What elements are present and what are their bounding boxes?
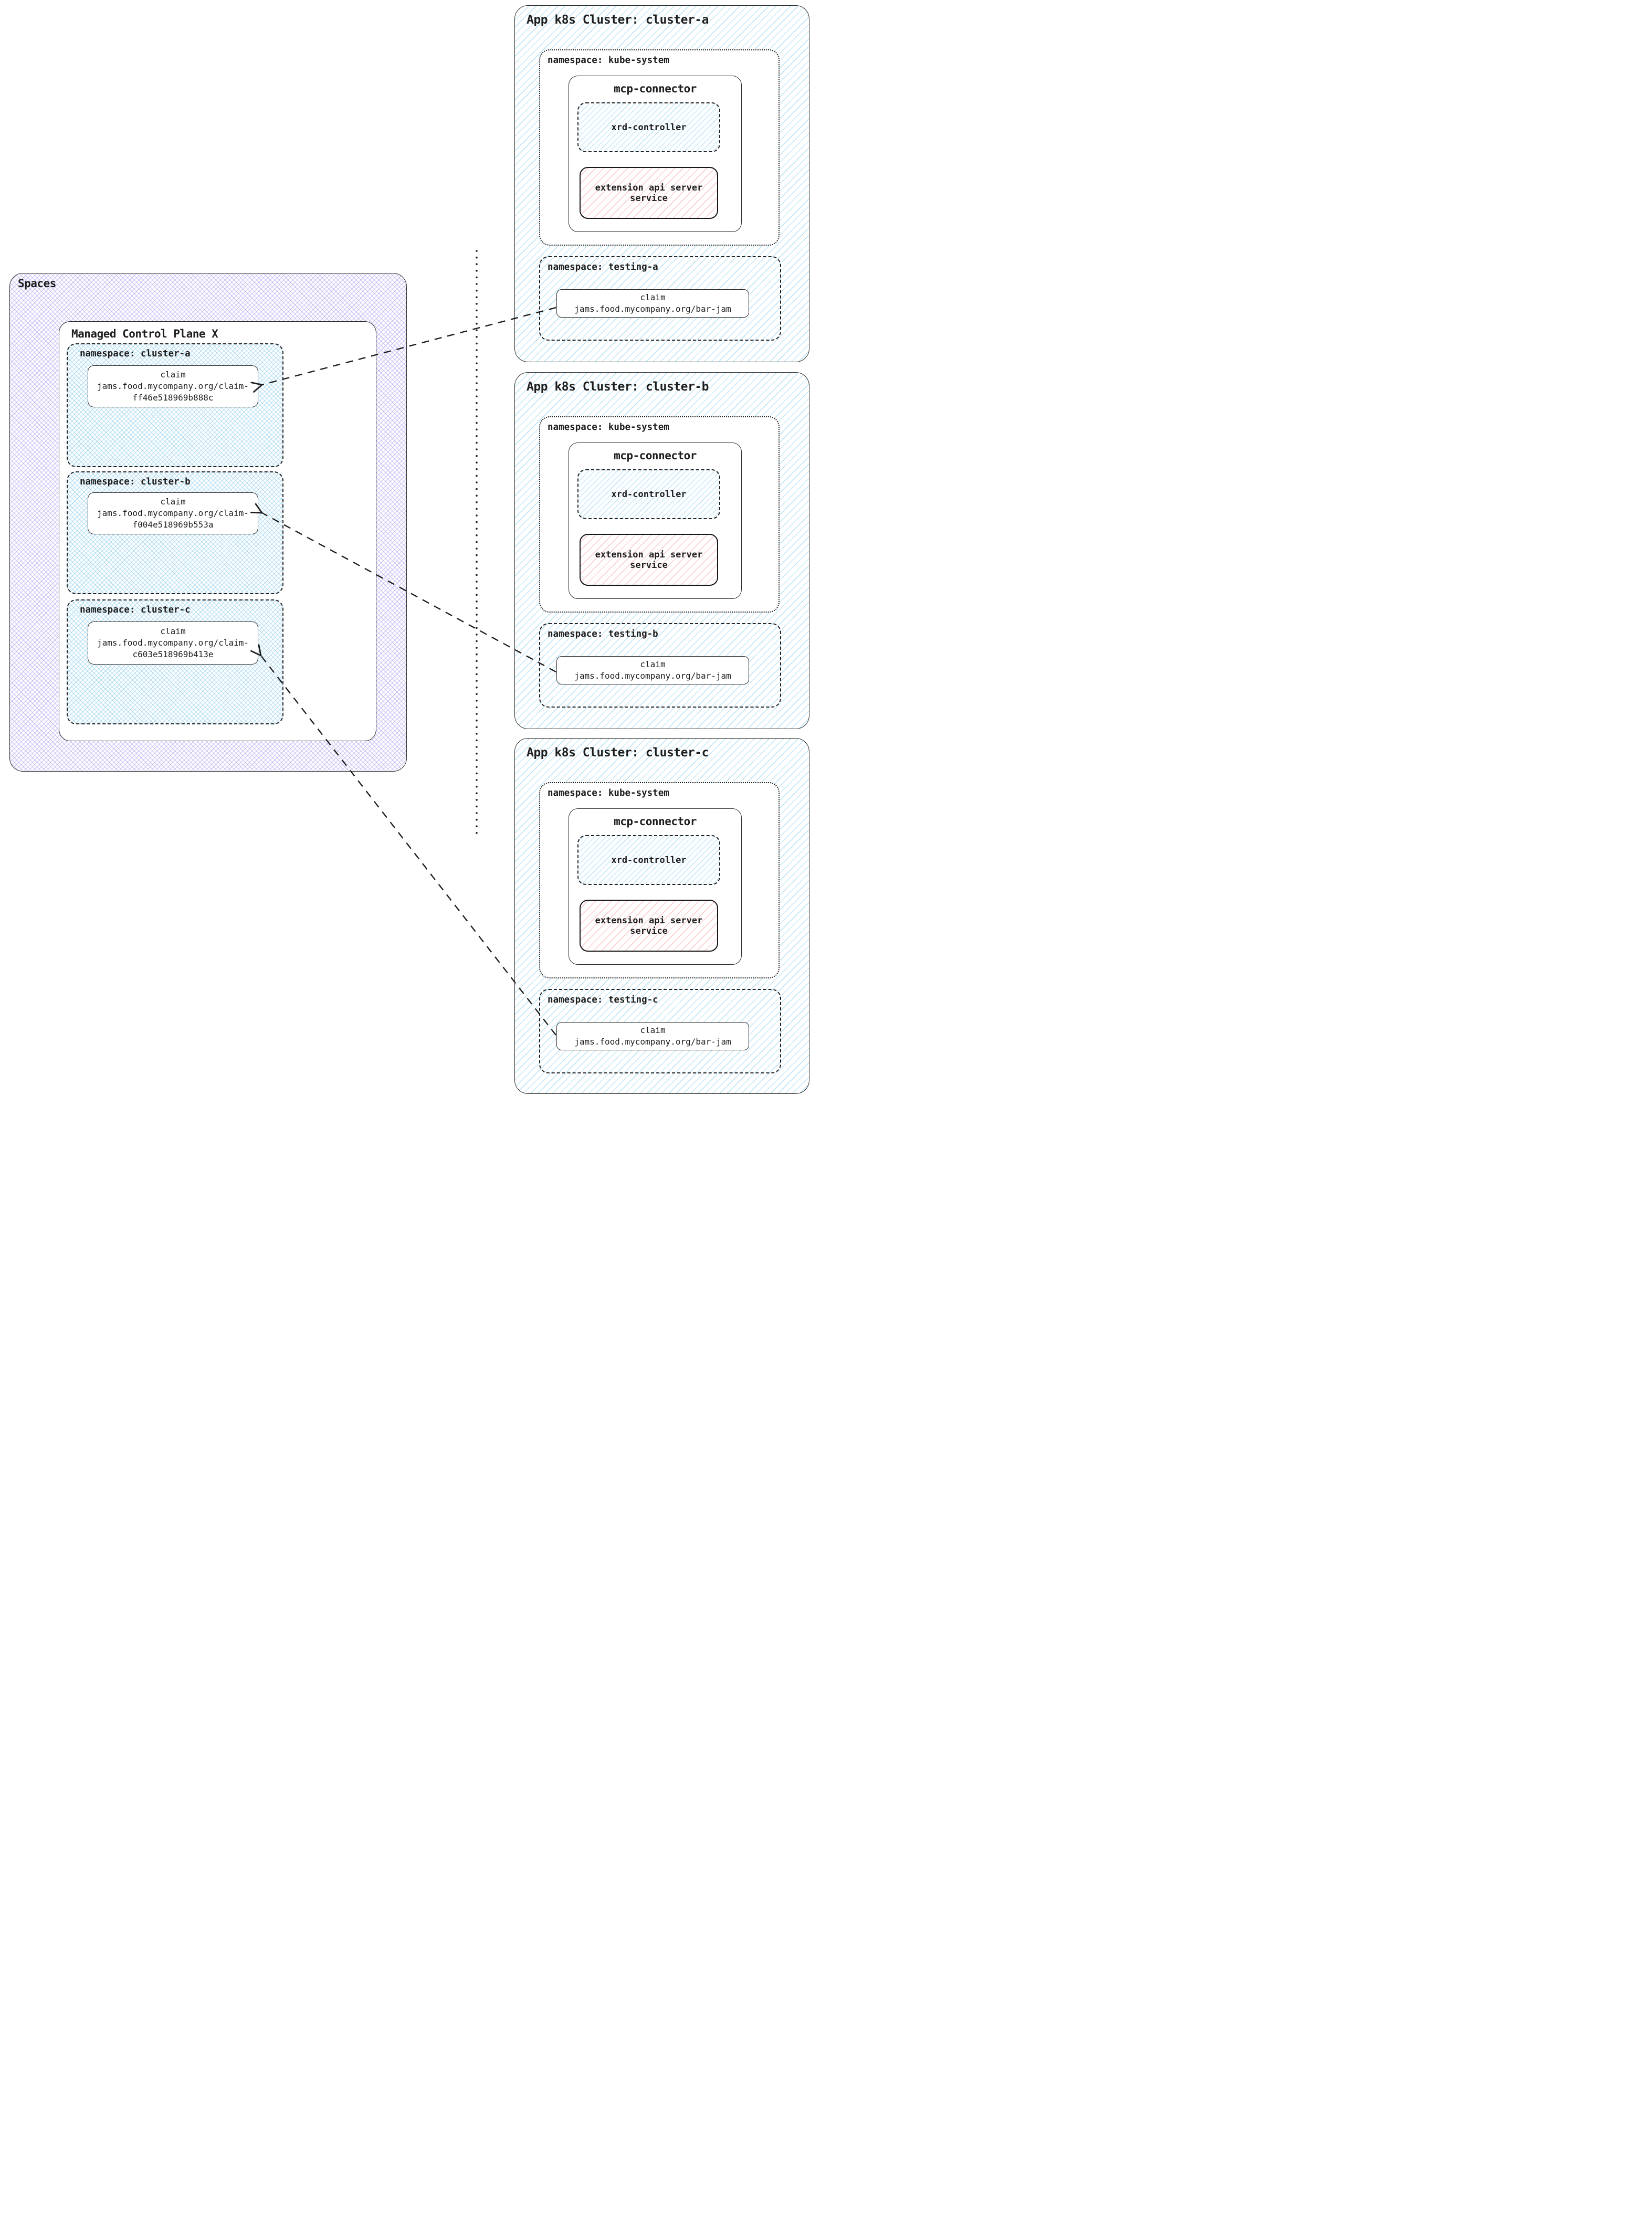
mcp-connector-label-c: mcp-connector [614,815,697,828]
claim-box-cluster-b: claim jams.food.mycompany.org/claim- f00… [88,492,258,534]
mcp-connector-box-b: mcp-connector xrd-controller extension a… [569,442,742,599]
claim-title: claim [160,497,186,507]
claim-title: claim [640,292,666,302]
claim-box-testing-c: claim jams.food.mycompany.org/bar-jam [556,1022,749,1050]
extension-api-line2: service [630,193,668,204]
kube-system-label-b: namespace: kube-system [548,422,669,433]
claim-line2: f004e518969b553a [132,520,214,530]
cluster-title-b: App k8s Cluster: cluster-b [527,380,709,394]
claim-line: jams.food.mycompany.org/bar-jam [574,671,731,681]
extension-api-server-box-c: extension api server service [580,900,718,952]
diagram-canvas: Spaces Managed Control Plane X namespace… [0,0,826,1117]
extension-api-line1: extension api server [595,549,703,560]
kube-system-label-c: namespace: kube-system [548,788,669,798]
kube-system-box-b: namespace: kube-system mcp-connector xrd… [539,416,780,613]
claim-box-cluster-a: claim jams.food.mycompany.org/claim- ff4… [88,365,258,407]
testing-namespace-label-c: namespace: testing-c [548,995,658,1005]
xrd-controller-label: xrd-controller [611,489,687,500]
mcp-connector-box-c: mcp-connector xrd-controller extension a… [569,808,742,965]
xrd-controller-box-b: xrd-controller [577,469,720,519]
kube-system-box-a: namespace: kube-system mcp-connector xrd… [539,49,780,246]
cluster-title-c: App k8s Cluster: cluster-c [527,746,709,760]
managed-control-plane-label: Managed Control Plane X [71,328,218,340]
claim-box-testing-a: claim jams.food.mycompany.org/bar-jam [556,289,749,318]
cluster-box-a: App k8s Cluster: cluster-a namespace: ku… [514,5,809,362]
testing-namespace-box-a: namespace: testing-a [539,256,781,341]
namespace-label-cluster-c: namespace: cluster-c [80,605,191,615]
testing-namespace-box-c: namespace: testing-c [539,989,781,1073]
namespace-label-cluster-a: namespace: cluster-a [80,349,191,359]
claim-line1: jams.food.mycompany.org/claim- [97,508,249,518]
claim-line2: ff46e518969b888c [132,393,214,403]
claim-line1: jams.food.mycompany.org/claim- [97,381,249,391]
extension-api-line1: extension api server [595,915,703,926]
kube-system-label-a: namespace: kube-system [548,55,669,66]
mcp-connector-label-a: mcp-connector [614,82,697,95]
claim-box-cluster-c: claim jams.food.mycompany.org/claim- c60… [88,621,258,665]
namespace-label-cluster-b: namespace: cluster-b [80,477,191,487]
extension-api-server-box-b: extension api server service [580,534,718,586]
xrd-controller-label: xrd-controller [611,122,687,133]
testing-namespace-label-b: namespace: testing-b [548,629,658,639]
extension-api-line1: extension api server [595,182,703,193]
claim-line2: c603e518969b413e [132,649,214,659]
cluster-box-c: App k8s Cluster: cluster-c namespace: ku… [514,738,809,1094]
mcp-connector-label-b: mcp-connector [614,449,697,462]
spaces-label: Spaces [18,277,56,290]
extension-api-server-box-a: extension api server service [580,167,718,219]
claim-line1: jams.food.mycompany.org/claim- [97,638,249,648]
xrd-controller-label: xrd-controller [611,855,687,866]
claim-line: jams.food.mycompany.org/bar-jam [574,304,731,314]
claim-title: claim [640,659,666,669]
xrd-controller-box-c: xrd-controller [577,835,720,885]
mcp-connector-box-a: mcp-connector xrd-controller extension a… [569,76,742,232]
extension-api-line2: service [630,560,668,571]
xrd-controller-box-a: xrd-controller [577,102,720,152]
cluster-box-b: App k8s Cluster: cluster-b namespace: ku… [514,372,809,729]
claim-title: claim [640,1025,666,1035]
kube-system-box-c: namespace: kube-system mcp-connector xrd… [539,782,780,978]
claim-title: claim [160,626,186,636]
testing-namespace-label-a: namespace: testing-a [548,262,658,272]
claim-line: jams.food.mycompany.org/bar-jam [574,1037,731,1047]
cluster-title-a: App k8s Cluster: cluster-a [527,13,709,27]
claim-box-testing-b: claim jams.food.mycompany.org/bar-jam [556,656,749,684]
claim-title: claim [160,370,186,380]
extension-api-line2: service [630,925,668,936]
